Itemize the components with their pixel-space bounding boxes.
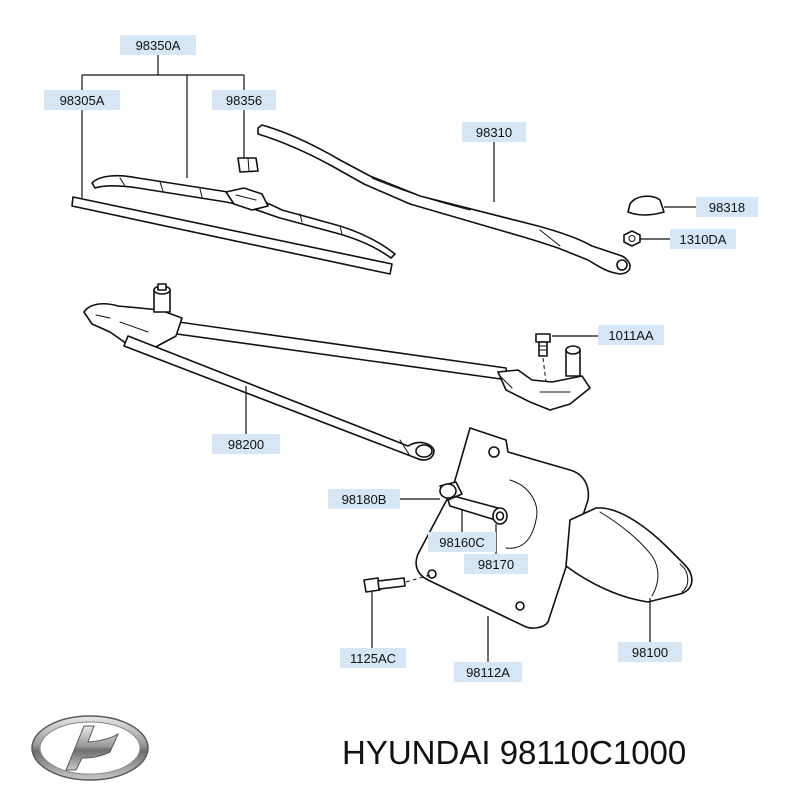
brand-name: HYUNDAI xyxy=(342,734,491,771)
part-label-98305a: 98305A xyxy=(44,90,120,110)
svg-text:1011AA: 1011AA xyxy=(608,328,654,343)
part-label-98160c: 98160C xyxy=(428,532,496,552)
svg-text:98305A: 98305A xyxy=(60,93,105,108)
brand-part-number: HYUNDAI 98110C1000 xyxy=(342,734,686,772)
svg-text:98200: 98200 xyxy=(228,437,264,452)
part-label-1310da: 1310DA xyxy=(670,229,736,249)
part-label-98356: 98356 xyxy=(212,90,276,110)
svg-text:98170: 98170 xyxy=(478,557,514,572)
part-label-98180b: 98180B xyxy=(328,489,400,509)
part-number: 98110C1000 xyxy=(499,734,687,771)
svg-text:98112A: 98112A xyxy=(466,665,510,680)
svg-text:1310DA: 1310DA xyxy=(680,232,727,247)
part-label-1125ac: 1125AC xyxy=(340,648,406,668)
hyundai-logo-icon xyxy=(31,715,149,781)
part-label-98170: 98170 xyxy=(464,554,528,574)
wiper-motor-assembly xyxy=(363,427,693,629)
part-label-98100: 98100 xyxy=(618,642,682,662)
svg-text:98318: 98318 xyxy=(709,200,745,215)
svg-text:98160C: 98160C xyxy=(439,535,485,550)
part-label-98310: 98310 xyxy=(462,122,526,142)
svg-text:98356: 98356 xyxy=(226,93,262,108)
svg-text:98310: 98310 xyxy=(476,125,512,140)
wiper-arm xyxy=(257,124,665,275)
svg-text:98180B: 98180B xyxy=(342,492,387,507)
wiper-linkage xyxy=(83,283,591,461)
part-label-98350a: 98350A xyxy=(120,35,196,55)
part-label-98112a: 98112A xyxy=(454,662,522,682)
part-label-98200: 98200 xyxy=(212,434,280,454)
part-label-98318: 98318 xyxy=(696,197,758,217)
svg-text:98100: 98100 xyxy=(632,645,668,660)
svg-text:98350A: 98350A xyxy=(136,38,181,53)
part-label-1011aa: 1011AA xyxy=(598,325,664,345)
svg-text:1125AC: 1125AC xyxy=(350,651,396,666)
wiper-blade-assembly xyxy=(71,157,396,275)
